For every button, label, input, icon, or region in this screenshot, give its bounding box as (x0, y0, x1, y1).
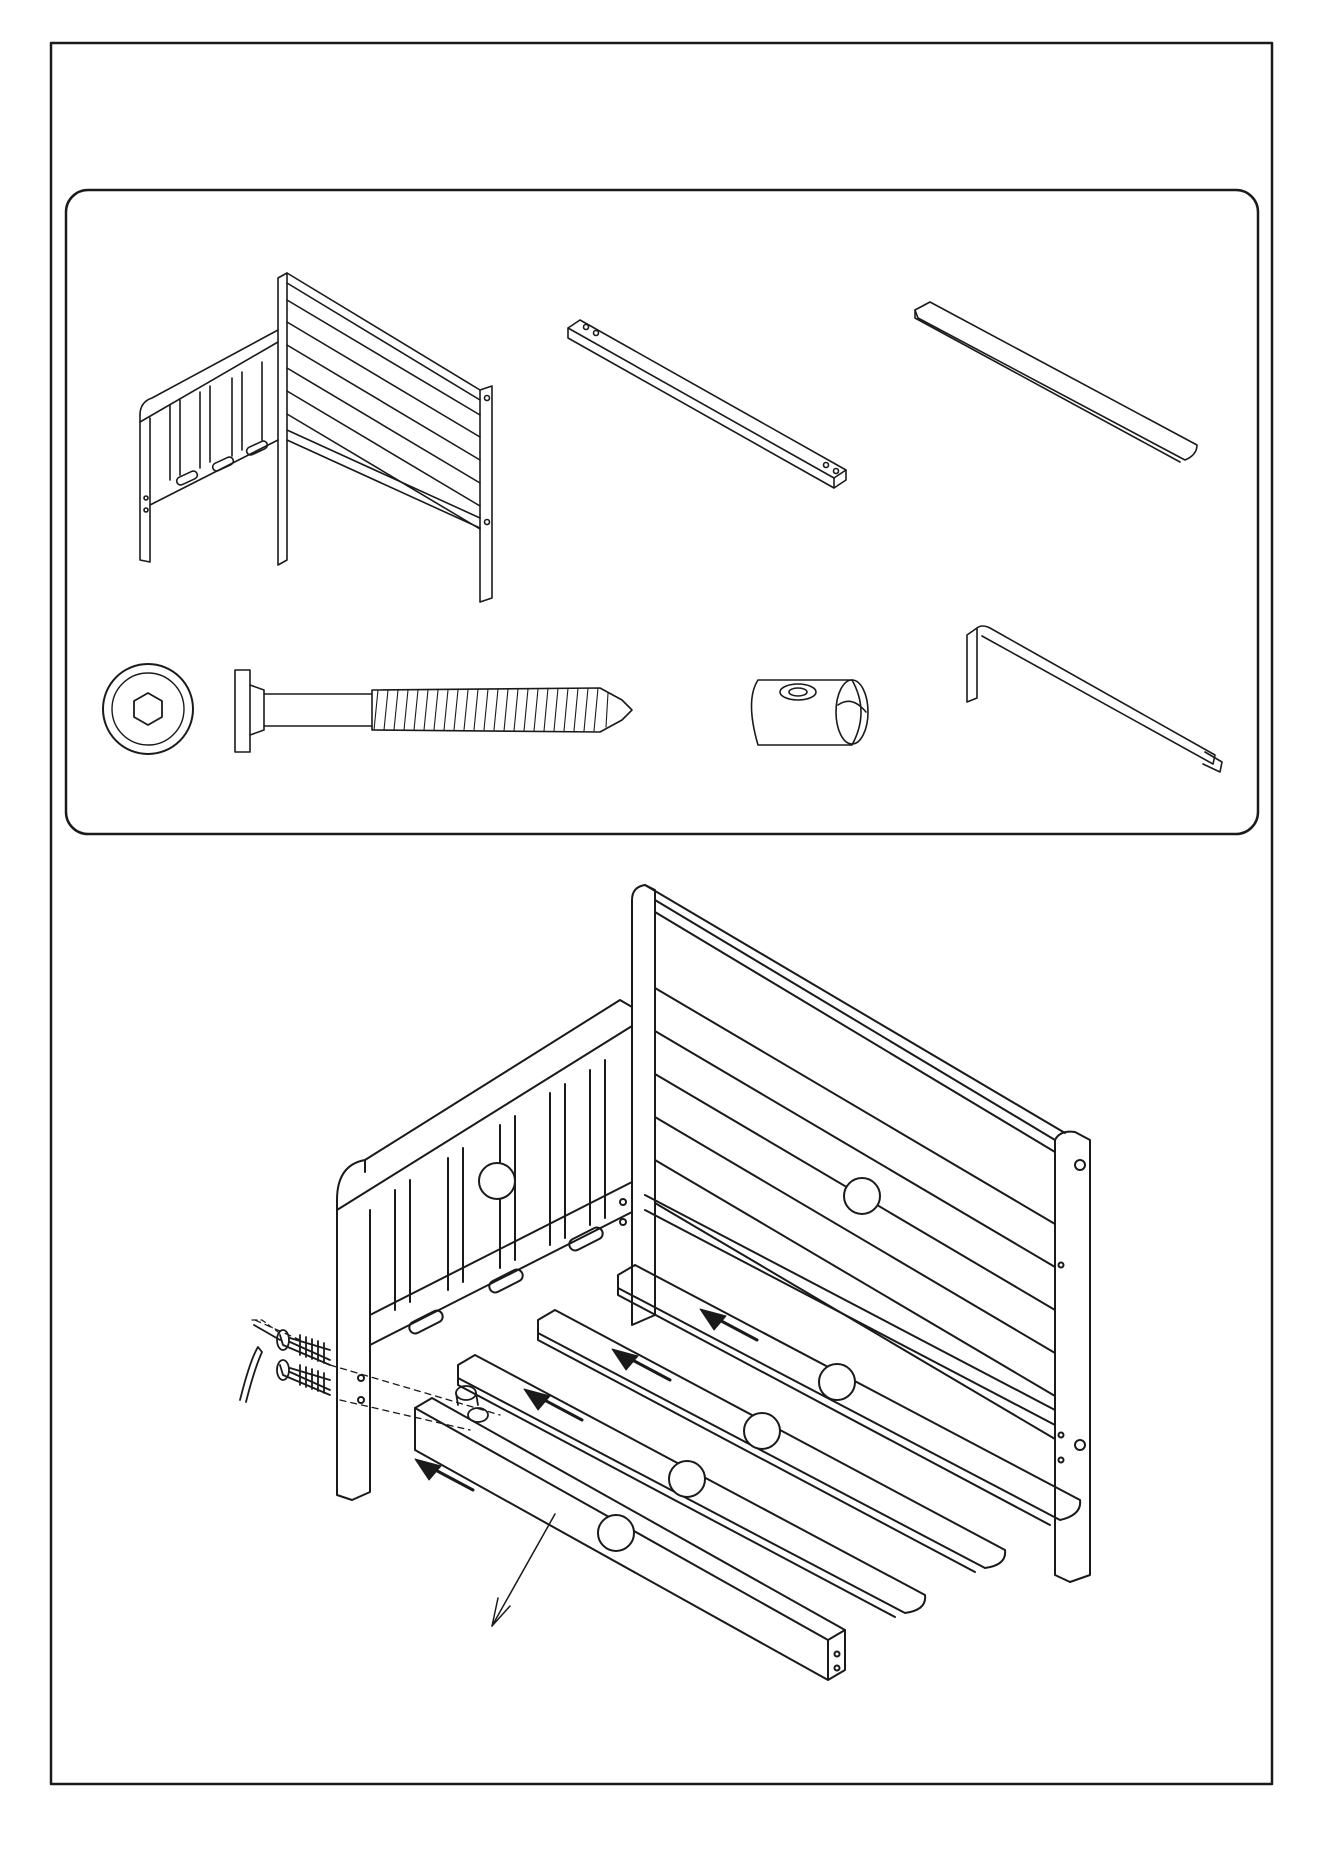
hex-socket-icon (103, 664, 193, 754)
callout-headboard (844, 1178, 880, 1214)
part-headboard-assembly (140, 273, 492, 602)
callout-slat-2 (744, 1413, 780, 1449)
callout-side-rail (598, 1515, 634, 1551)
side-panel (337, 1000, 632, 1500)
page-border (51, 43, 1272, 1784)
part-bolt-head (103, 664, 193, 754)
parts-panel (66, 190, 1258, 834)
callout-slat-3 (669, 1461, 705, 1497)
part-allen-bolt (235, 670, 632, 752)
bolts-and-wrench (240, 1320, 488, 1422)
callouts (479, 1163, 880, 1551)
part-allen-wrench (967, 626, 1222, 772)
part-side-rail (568, 320, 846, 488)
callout-side-panel (479, 1163, 515, 1199)
callout-slat-1 (819, 1364, 855, 1400)
part-slat (915, 302, 1197, 462)
leader-arrow (492, 1514, 555, 1626)
part-barrel-nut (752, 680, 869, 745)
alignment-guides (255, 1320, 500, 1430)
allen-wrench-icon (240, 1325, 280, 1402)
